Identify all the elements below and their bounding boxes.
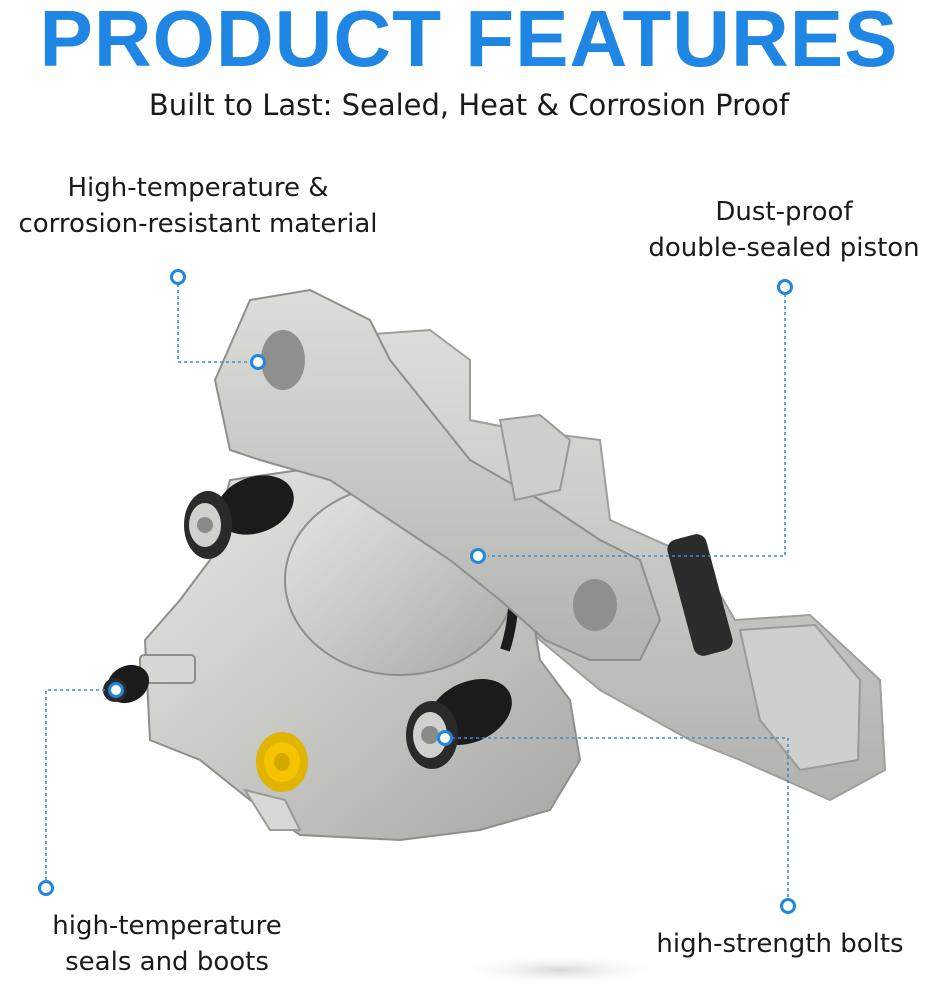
callout-seals-label: high-temperature seals and boots [38,908,296,980]
inlet-port-cap [242,732,308,831]
callout-piston-line1: Dust-proof [715,197,853,227]
callout-seals-line2: seals and boots [65,947,269,977]
page-subtitle: Built to Last: Sealed, Heat & Corrosion … [148,88,790,122]
mounting-hole-top [261,330,305,390]
bolt-boot-lower [406,679,512,769]
pad-clip [667,534,733,656]
leader-material [177,284,250,363]
callout-material-line2: corrosion-resistant material [18,209,378,239]
brake-pad-right [738,623,862,772]
caliper-mounting-bracket [213,288,662,661]
mounting-hole-bottom [573,579,617,631]
leader-bolts [452,737,789,898]
callout-bolts-label: high-strength bolts [640,926,920,962]
callout-piston-label: Dust-proof double-sealed piston [630,194,938,266]
circle-marker-icon [470,548,486,564]
circle-marker-icon [108,682,124,698]
circle-marker-icon [170,269,186,285]
leader-seals [45,689,108,880]
guide-pin-top [498,413,572,502]
circle-marker-icon [437,730,453,746]
callout-bolts-line1: high-strength bolts [656,929,904,959]
circle-marker-icon [777,279,793,295]
bolt-boot-upper [184,475,294,559]
callout-piston-line2: double-sealed piston [648,233,920,263]
callout-markers [38,269,796,914]
callout-leader-lines [45,284,789,898]
circle-marker-icon [780,898,796,914]
callout-seals-line1: high-temperature [52,911,282,941]
callout-material-line1: High-temperature & [67,173,329,203]
callout-material-label: High-temperature & corrosion-resistant m… [0,170,396,242]
page-title: PRODUCT FEATURES [39,0,899,83]
ground-shadow [450,954,670,986]
circle-marker-icon [38,880,54,896]
circle-marker-icon [250,354,266,370]
